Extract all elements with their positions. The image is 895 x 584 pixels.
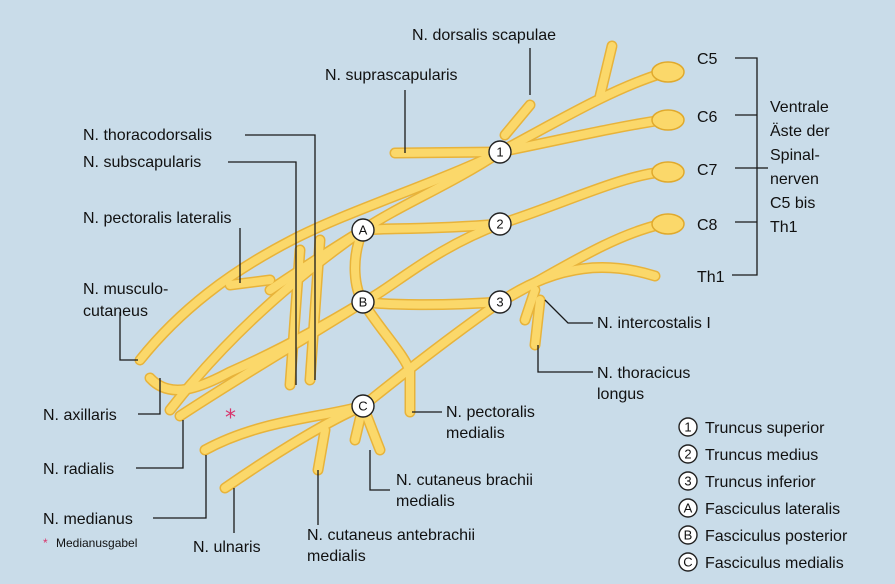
svg-text:A: A: [684, 501, 693, 516]
badge-truncus-inferior: 3: [489, 291, 511, 313]
svg-text:C: C: [358, 399, 367, 414]
bracket-line-2: Äste der: [770, 122, 830, 140]
c7-root-bulb: [652, 162, 684, 182]
svg-text:3: 3: [684, 474, 691, 489]
svg-text:1: 1: [684, 420, 691, 435]
c5-root-bulb: [652, 62, 684, 82]
svg-text:A: A: [359, 223, 368, 238]
label-pectoralis-medialis-1: N. pectoralis: [446, 404, 535, 421]
label-thoracicus-longus-2: longus: [597, 386, 644, 403]
label-intercostalis: N. intercostalis I: [597, 315, 711, 332]
label-radialis: N. radialis: [43, 461, 114, 478]
label-dorsalis-scapulae: N. dorsalis scapulae: [412, 27, 556, 44]
legend-item-truncus-inferior: 3 Truncus inferior: [679, 472, 816, 491]
svg-text:Truncus inferior: Truncus inferior: [705, 474, 816, 491]
badge-fasciculus-medialis: C: [352, 395, 374, 417]
bracket-line-4: nerven: [770, 171, 819, 188]
legend-item-fasciculus-lateralis: A Fasciculus lateralis: [679, 499, 840, 518]
label-cutaneus-brachii-1: N. cutaneus brachii: [396, 472, 533, 489]
svg-text:Truncus medius: Truncus medius: [705, 447, 818, 464]
bracket-line-5: C5 bis: [770, 195, 815, 212]
svg-text:3: 3: [496, 295, 503, 310]
c8-root-bulb: [652, 214, 684, 234]
label-musculocutaneus-2: cutaneus: [83, 303, 148, 320]
c6-label: C6: [697, 109, 718, 126]
svg-text:2: 2: [684, 447, 691, 462]
label-medianusgabel: Medianusgabel: [56, 536, 137, 550]
label-cutaneus-brachii-2: medialis: [396, 493, 455, 510]
medianusgabel-star-marker: *: [225, 406, 236, 431]
label-axillaris: N. axillaris: [43, 407, 117, 424]
svg-text:C: C: [683, 555, 692, 570]
label-thoracodorsalis: N. thoracodorsalis: [83, 127, 212, 144]
label-musculocutaneus-1: N. musculo-: [83, 281, 168, 298]
c7-label: C7: [697, 162, 718, 179]
label-suprascapularis: N. suprascapularis: [325, 67, 458, 84]
c5-label: C5: [697, 51, 718, 68]
svg-text:Fasciculus medialis: Fasciculus medialis: [705, 555, 844, 572]
legend-item-fasciculus-posterior: B Fasciculus posterior: [679, 526, 848, 545]
c8-label: C8: [697, 217, 718, 234]
label-pectoralis-medialis-2: medialis: [446, 425, 505, 442]
bracket-line-6: Th1: [770, 219, 798, 236]
svg-text:B: B: [684, 528, 693, 543]
c6-root-bulb: [652, 110, 684, 130]
label-subscapularis: N. subscapularis: [83, 154, 201, 171]
svg-text:2: 2: [496, 217, 503, 232]
svg-text:Truncus superior: Truncus superior: [705, 420, 825, 437]
svg-text:Fasciculus posterior: Fasciculus posterior: [705, 528, 848, 545]
nerve-network: [140, 46, 684, 488]
svg-text:B: B: [359, 295, 368, 310]
label-ulnaris: N. ulnaris: [193, 539, 261, 556]
badge-truncus-superior: 1: [489, 141, 511, 163]
label-medianus: N. medianus: [43, 511, 133, 528]
badge-fasciculus-lateralis: A: [352, 219, 374, 241]
label-thoracicus-longus-1: N. thoracicus: [597, 365, 690, 382]
medianusgabel-star-legend: *: [43, 536, 48, 550]
legend-item-truncus-superior: 1 Truncus superior: [679, 418, 825, 437]
legend-item-truncus-medius: 2 Truncus medius: [679, 445, 818, 464]
th1-label: Th1: [697, 269, 725, 286]
legend: 1 Truncus superior 2 Truncus medius 3 Tr…: [679, 418, 848, 572]
label-cutaneus-antebrachii-2: medialis: [307, 548, 366, 565]
label-pectoralis-lateralis: N. pectoralis lateralis: [83, 210, 232, 227]
bracket-line-1: Ventrale: [770, 99, 829, 116]
label-cutaneus-antebrachii-1: N. cutaneus antebrachii: [307, 527, 475, 544]
badge-truncus-medius: 2: [489, 213, 511, 235]
legend-item-fasciculus-medialis: C Fasciculus medialis: [679, 553, 844, 572]
badge-fasciculus-posterior: B: [352, 291, 374, 313]
svg-text:1: 1: [496, 145, 503, 160]
bracket-line-3: Spinal-: [770, 147, 820, 164]
svg-text:Fasciculus lateralis: Fasciculus lateralis: [705, 501, 840, 518]
